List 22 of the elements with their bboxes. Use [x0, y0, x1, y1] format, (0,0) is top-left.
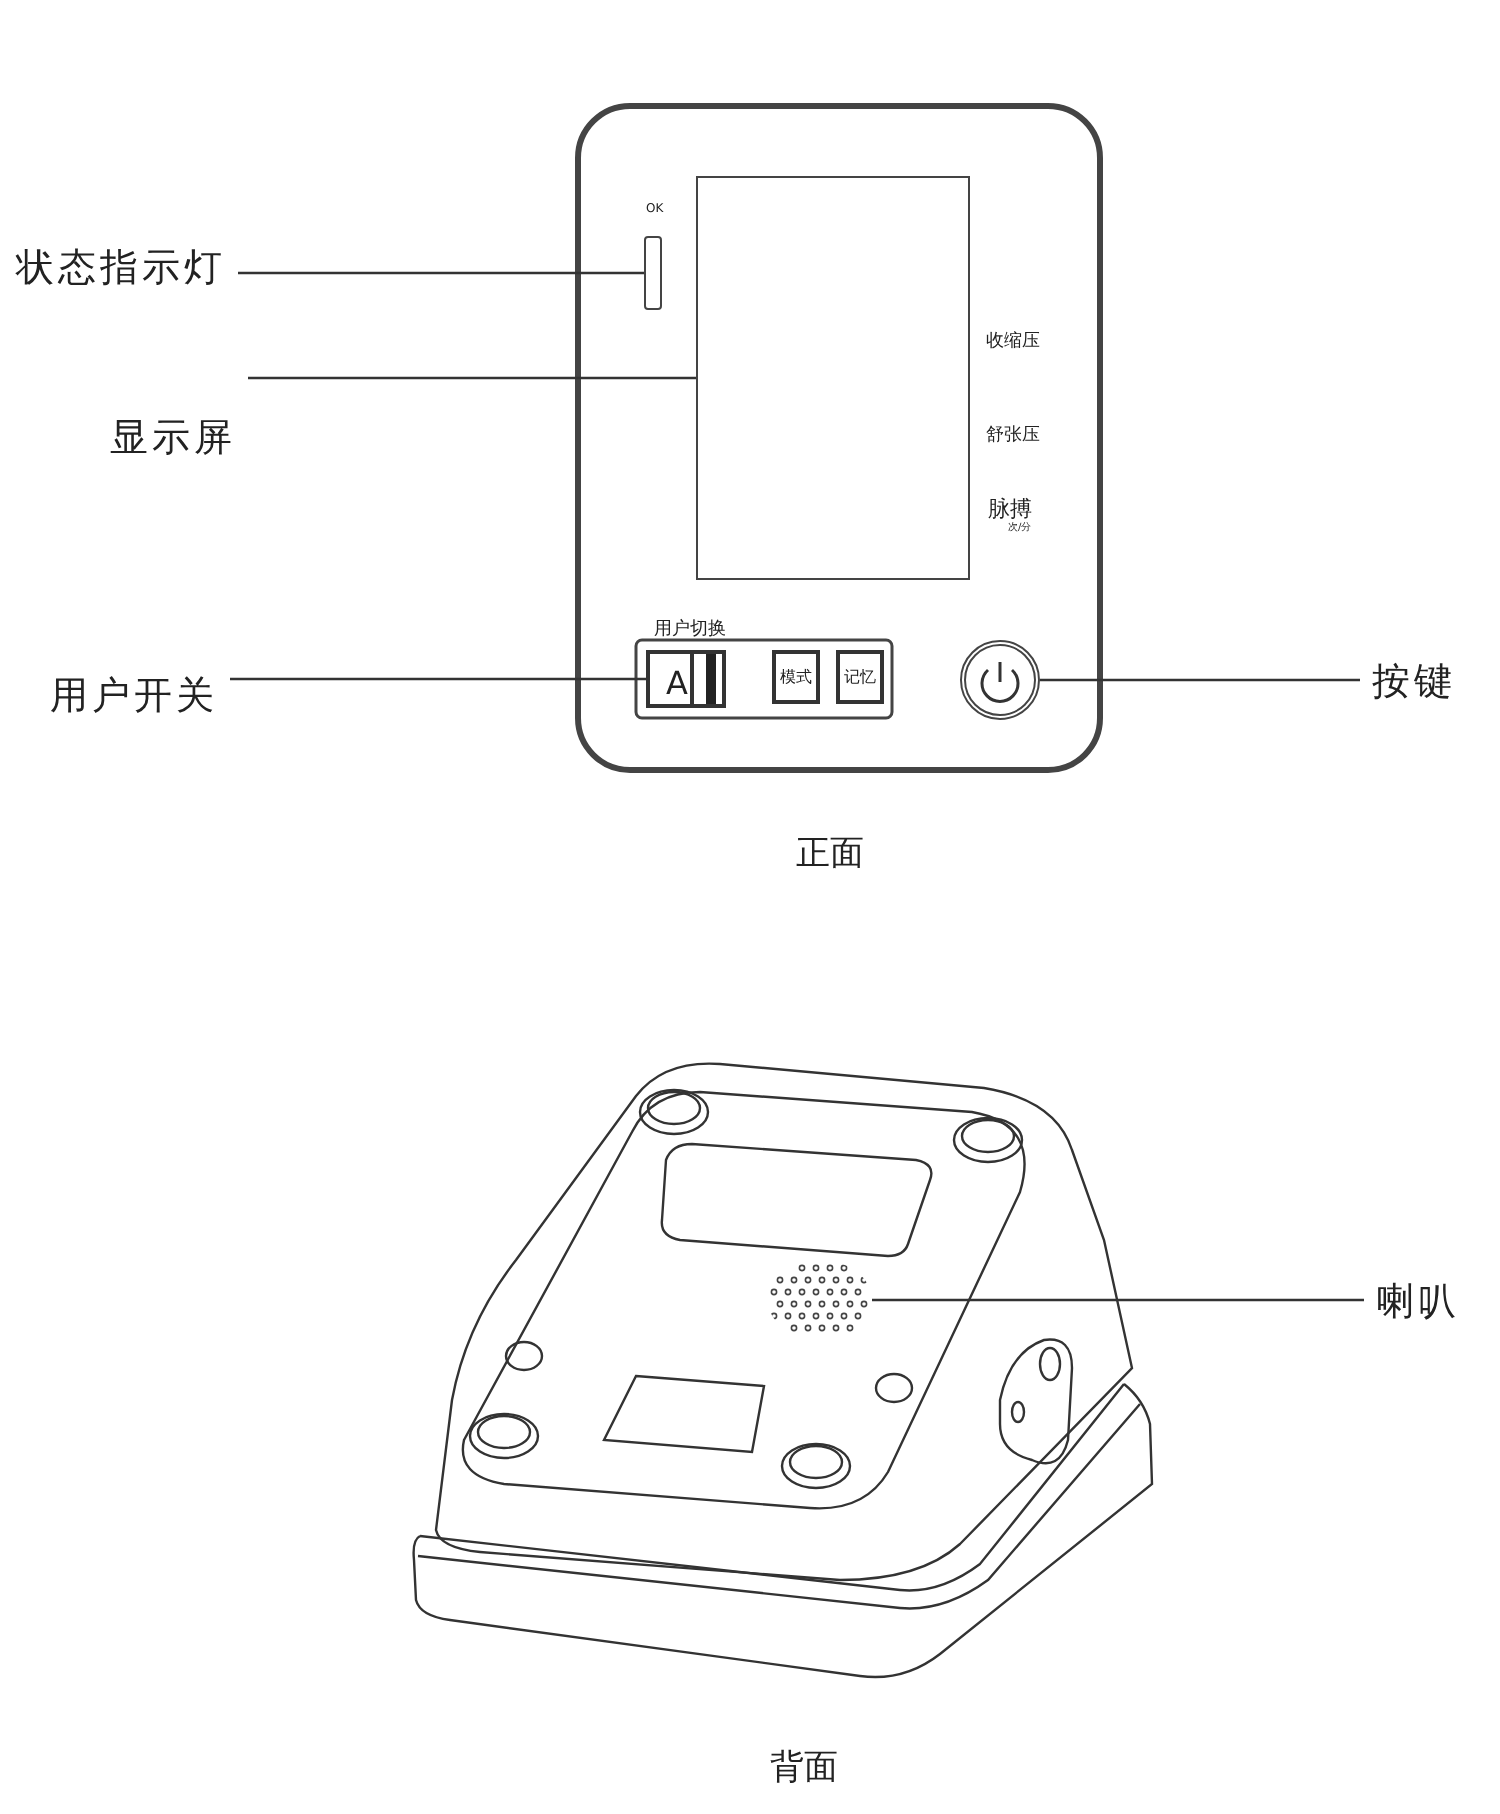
panel-label: 用户切换 — [654, 617, 726, 642]
screen-label: 脉搏 — [988, 494, 1032, 522]
mode-button: 记忆 — [836, 650, 884, 704]
callout-label: 喇叭 — [1376, 1276, 1460, 1328]
callout-label: 按键 — [1372, 656, 1456, 708]
callout-label: 用户开关 — [50, 670, 218, 722]
callout-label: 显示屏 — [110, 412, 236, 464]
mode-button: 模式 — [772, 650, 820, 704]
leader-line — [248, 376, 696, 380]
leader-line — [238, 271, 644, 275]
indicator-light — [644, 236, 662, 310]
view-caption: 正面 — [796, 832, 864, 876]
screen-label: 舒张压 — [986, 423, 1040, 448]
leader-line — [1040, 678, 1360, 682]
slide-switch: A — [646, 650, 726, 708]
view-caption: 背面 — [770, 1746, 838, 1790]
screen-label: 收缩压 — [986, 329, 1040, 354]
power-button — [960, 640, 1040, 720]
callout-label: 状态指示灯 — [16, 242, 226, 294]
leader-line — [230, 677, 646, 681]
leader-line — [872, 1298, 1364, 1302]
display-screen — [696, 176, 970, 580]
